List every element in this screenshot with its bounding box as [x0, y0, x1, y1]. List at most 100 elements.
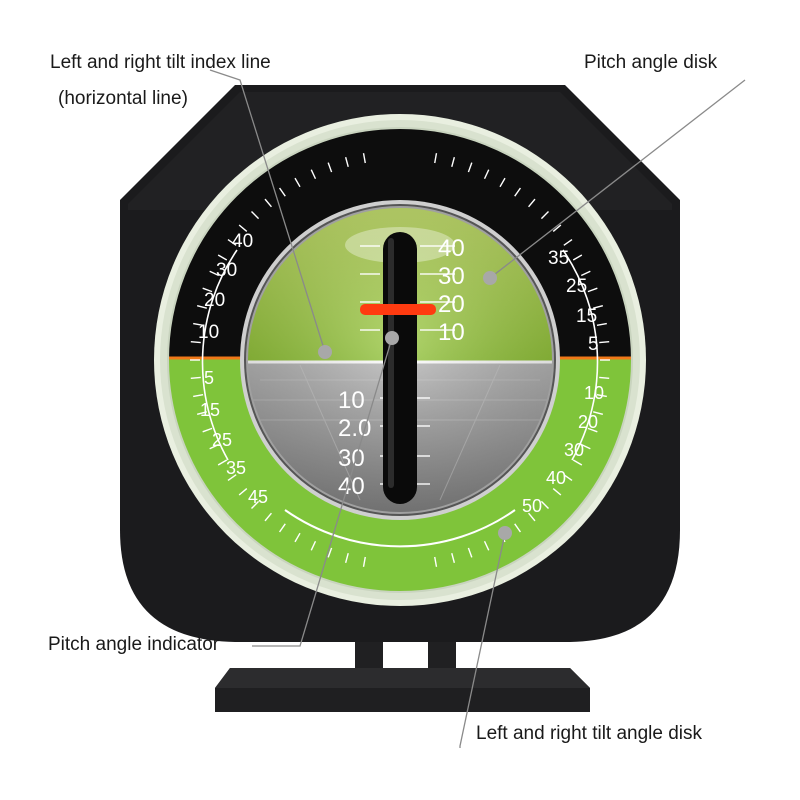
pitch-lower-label: 10	[338, 387, 365, 414]
right-lower-label: 20	[578, 412, 598, 432]
right-upper-label: 5	[588, 334, 599, 355]
callout-tilt-index-line: Left and right tilt index line	[50, 52, 271, 73]
tick-mark	[434, 153, 438, 164]
tick-mark	[580, 443, 591, 450]
tick-mark	[362, 556, 366, 567]
tick-mark	[278, 187, 286, 197]
tick-mark	[209, 270, 220, 277]
pitch-upper-label: 30	[438, 263, 465, 290]
tick-mark	[209, 443, 220, 450]
tick-mark	[467, 162, 473, 173]
tick-mark	[327, 547, 333, 558]
tick-mark	[193, 322, 204, 326]
left-upper-label: 10	[198, 322, 219, 343]
callout-pitch-angle-disk: Pitch angle disk	[584, 52, 718, 73]
tick-mark	[563, 474, 573, 482]
stand	[215, 640, 590, 712]
left-upper-label: 40	[232, 231, 253, 252]
left-upper-label: 20	[204, 290, 225, 311]
tick-mark	[572, 459, 583, 466]
tick-mark	[499, 177, 506, 188]
tick-mark	[190, 340, 201, 344]
left-lower-label: 45	[248, 487, 268, 507]
callout-dot	[385, 331, 399, 345]
tick-mark	[514, 187, 522, 197]
tick-mark	[362, 153, 366, 164]
tick-mark	[294, 177, 301, 188]
tick-mark	[552, 488, 562, 496]
pitch-upper-label: 40	[438, 235, 465, 262]
tick-mark	[580, 270, 591, 277]
tick-mark	[344, 156, 349, 167]
pitch-upper-label: 20	[438, 291, 465, 318]
right-lower-label: 50	[522, 496, 542, 516]
tick-mark	[264, 512, 272, 522]
tick-mark	[238, 488, 248, 496]
tick-mark	[278, 523, 286, 533]
left-lower-label: 15	[200, 400, 220, 420]
tick-mark	[190, 376, 201, 380]
tick-mark	[528, 512, 536, 522]
tick-mark	[593, 304, 604, 309]
tick-mark	[451, 553, 456, 564]
tick-mark	[434, 556, 438, 567]
tick-mark	[196, 411, 207, 416]
tick-mark	[540, 211, 549, 220]
callout-leaders	[209, 69, 746, 748]
tilt-scale-ticks	[201, 249, 599, 548]
tick-mark	[540, 500, 549, 509]
right-lower-label: 10	[584, 383, 604, 403]
tick-mark	[202, 427, 213, 433]
tick-mark	[196, 304, 207, 309]
tick-mark	[587, 287, 598, 293]
callout-dot	[483, 271, 497, 285]
tick-mark	[451, 156, 456, 167]
left-lower-label: 35	[226, 458, 246, 478]
tick-mark	[238, 224, 248, 232]
tick-mark	[483, 540, 490, 551]
tick-mark	[563, 238, 573, 246]
tick-mark	[251, 211, 260, 220]
tick-mark	[528, 198, 536, 208]
left-upper-label: 30	[216, 260, 237, 281]
tick-mark	[193, 394, 204, 398]
tick-mark	[593, 411, 604, 416]
right-lower-label: 30	[564, 440, 584, 460]
callout-pitch-angle-indicator: Pitch angle indicator	[48, 634, 220, 655]
callout-tilt-index-line-sub: (horizontal line)	[58, 88, 188, 109]
left-lower-label: 5	[204, 368, 214, 388]
pitch-lower-label: 30	[338, 445, 365, 472]
tick-mark	[483, 169, 490, 180]
tick-mark	[264, 198, 272, 208]
tick-mark	[599, 340, 610, 344]
pitch-lower-label: 2.0	[338, 415, 371, 442]
tick-mark	[599, 376, 610, 380]
right-lower-label: 40	[546, 468, 566, 488]
tick-mark	[344, 553, 349, 564]
tick-mark	[227, 474, 237, 482]
pitch-lower-label: 40	[338, 473, 365, 500]
pitch-angle-indicator	[360, 232, 436, 504]
tick-mark	[310, 540, 317, 551]
tick-mark	[587, 427, 598, 433]
callout-dot	[498, 526, 512, 540]
right-upper-label: 25	[566, 276, 587, 297]
tick-mark	[572, 254, 583, 261]
right-upper-label: 15	[576, 306, 597, 327]
callout-dot	[318, 345, 332, 359]
tick-mark	[467, 547, 473, 558]
tick-mark	[596, 394, 607, 398]
right-upper-label: 35	[548, 248, 569, 269]
callout-tilt-angle-disk: Left and right tilt angle disk	[476, 723, 703, 744]
tick-mark	[310, 169, 317, 180]
tick-mark	[217, 254, 228, 261]
pitch-upper-label: 10	[438, 319, 465, 346]
tick-mark	[294, 532, 301, 543]
left-lower-label: 25	[212, 430, 232, 450]
tick-mark	[202, 287, 213, 293]
tick-mark	[327, 162, 333, 173]
tick-mark	[596, 322, 607, 326]
tick-mark	[514, 523, 522, 533]
tick-mark	[552, 224, 562, 232]
